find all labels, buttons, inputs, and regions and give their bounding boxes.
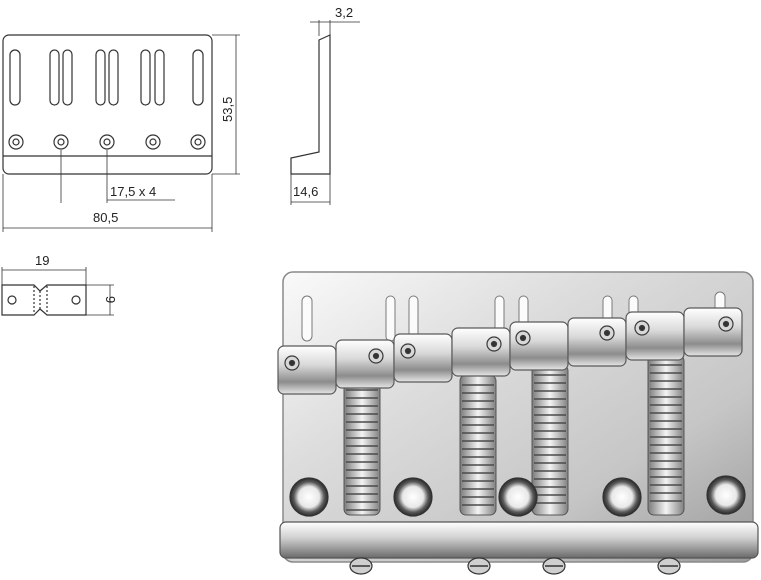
- thickness-label: 3,2: [335, 5, 353, 20]
- saddle-6: [567, 317, 627, 367]
- height-screws: [284, 316, 734, 371]
- top-view-plate: [2, 34, 213, 175]
- saddle-7: [625, 311, 685, 361]
- saddle-height-label: 9: [103, 296, 118, 303]
- saddle-2: [335, 339, 395, 389]
- intonation-screw-heads: [349, 557, 681, 575]
- plate-height-label: 53,5: [220, 97, 235, 122]
- side-view-profile: [290, 34, 331, 175]
- top-view-drawing: [2, 34, 240, 232]
- top-view-holes: [8, 134, 206, 150]
- saddles: [277, 307, 743, 395]
- intonation-springs: [343, 354, 685, 516]
- plate-width-label: 80,5: [93, 210, 118, 225]
- bridge-front-bar: [279, 521, 759, 559]
- side-view-drawing: [290, 20, 360, 205]
- bridge-photo: [277, 271, 759, 575]
- base-length-label: 14,6: [293, 184, 318, 199]
- saddle-4: [451, 327, 511, 377]
- saddle-drawing: [1, 267, 114, 316]
- mounting-holes: [289, 475, 746, 517]
- saddle-3: [393, 333, 453, 383]
- saddle-1: [277, 345, 337, 395]
- saddle-5: [509, 321, 569, 371]
- saddle-outline: [1, 284, 87, 316]
- saddle-8: [683, 307, 743, 357]
- top-view-dimension-lines: [2, 34, 240, 232]
- hole-spacing-label: 17,5 x 4: [110, 184, 156, 199]
- saddle-length-label: 19: [35, 253, 49, 268]
- top-view-slots: [9, 49, 204, 106]
